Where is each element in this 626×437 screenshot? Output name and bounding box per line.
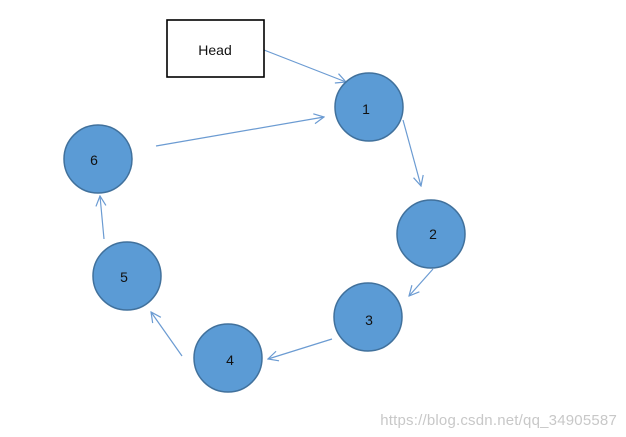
nodes: 1 2 3 4 5 6 — [63, 72, 466, 393]
head-label: Head — [198, 42, 231, 58]
edge-2-to-3 — [409, 268, 434, 296]
node-5: 5 — [92, 241, 162, 311]
edge-head-to-1 — [263, 49, 346, 82]
watermark-text: https://blog.csdn.net/qq_34905587 — [380, 412, 617, 429]
head-box — [166, 19, 265, 78]
node-4-label: 4 — [226, 352, 234, 368]
edge-1-to-2 — [402, 119, 421, 186]
node-5-label: 5 — [120, 269, 128, 285]
node-1-circle — [334, 72, 404, 142]
node-2-label: 2 — [429, 226, 437, 242]
node-2: 2 — [396, 199, 466, 269]
edge-3-to-4 — [268, 338, 333, 359]
node-1: 1 — [334, 72, 404, 142]
node-4-circle — [193, 323, 263, 393]
node-4: 4 — [193, 323, 263, 393]
edge-4-to-5 — [151, 312, 183, 357]
node-6: 6 — [63, 124, 133, 194]
node-3: 3 — [333, 282, 403, 352]
node-3-circle — [333, 282, 403, 352]
node-3-label: 3 — [365, 312, 373, 328]
node-6-label: 6 — [90, 152, 98, 168]
node-5-circle — [92, 241, 162, 311]
node-6-circle — [63, 124, 133, 194]
edge-5-to-6 — [100, 196, 104, 240]
node-2-circle — [396, 199, 466, 269]
edges — [100, 49, 434, 359]
head-pointer: Head — [166, 19, 265, 78]
node-1-label: 1 — [362, 101, 370, 117]
edge-6-to-1 — [155, 117, 324, 147]
